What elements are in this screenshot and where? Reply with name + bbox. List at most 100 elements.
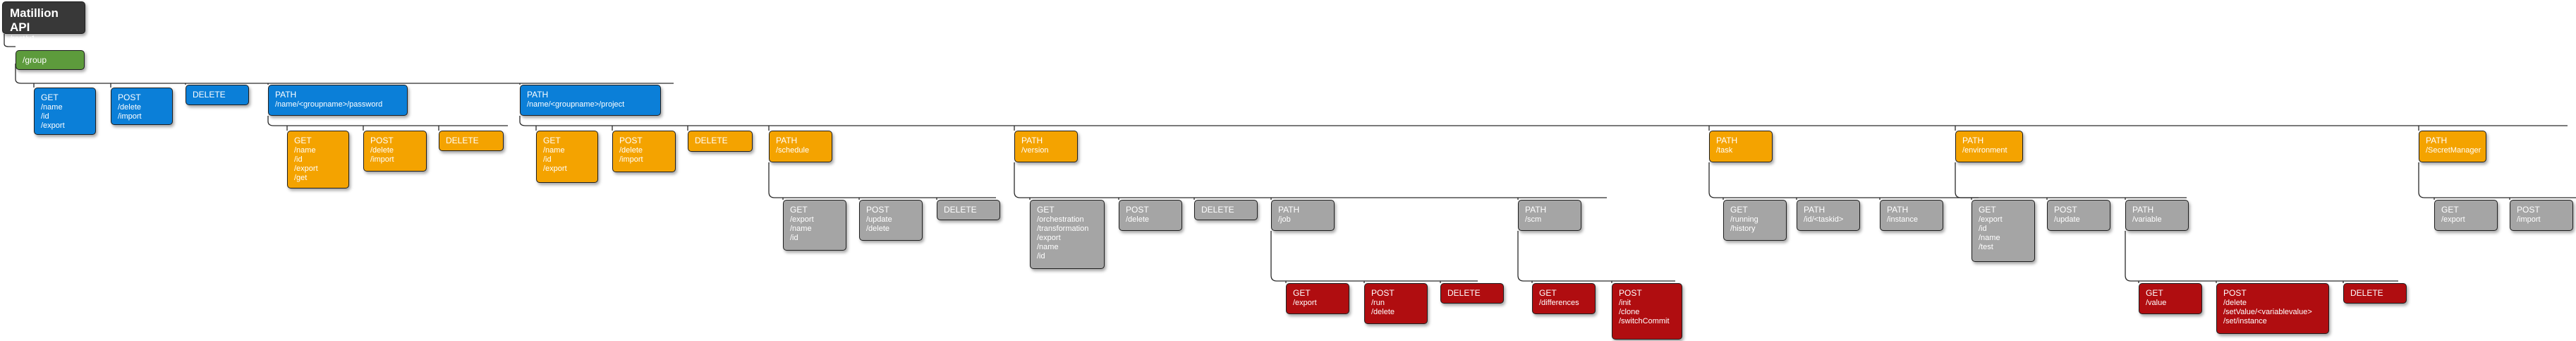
endpoint-path: /export: [1979, 215, 2003, 224]
endpoint-path: /task: [1716, 146, 1733, 155]
path-instance-node: PATH /instance: [1880, 200, 1943, 231]
group-label: /group: [23, 55, 47, 65]
endpoint-path: /delete: [118, 103, 142, 112]
endpoint-path: /id: [1979, 225, 1987, 233]
endpoint-path: /id: [1037, 252, 1045, 261]
path-version-node: PATH /version: [1014, 131, 1078, 162]
node-title: DELETE: [1447, 288, 1481, 298]
endpoint-path: /export: [294, 164, 318, 173]
endpoint-path: /test: [1979, 243, 1993, 251]
node-paths: /variable: [2132, 215, 2182, 225]
node-paths: /name/<groupname>/project: [527, 100, 654, 109]
endpoint-path: /export: [41, 121, 65, 130]
endpoint-path: /set/instance: [2223, 317, 2267, 325]
node-paths: /update/delete: [866, 215, 916, 234]
node-paths: /import: [2517, 215, 2566, 225]
node-title: POST: [619, 136, 643, 145]
endpoint-path: /variable: [2132, 215, 2162, 224]
node-paths: /orchestration/transformation/export/nam…: [1037, 215, 1098, 261]
node-title: PATH: [1021, 136, 1043, 145]
endpoint-path: /id: [790, 234, 798, 242]
node-title: POST: [866, 205, 889, 215]
node-title: PATH: [2132, 205, 2154, 215]
endpoint-path: /name: [1979, 234, 2000, 242]
path-environment-node: PATH /environment: [1955, 131, 2023, 162]
node-title: GET: [41, 92, 59, 102]
node-title: POST: [2223, 288, 2247, 298]
node-title: GET: [1037, 205, 1055, 215]
root-subtitle: /rest/v1: [10, 35, 36, 43]
path-taskid-node: PATH /id/<taskid>: [1797, 200, 1860, 231]
endpoint-path: /run: [1371, 299, 1385, 307]
node-paths: /SecretManager: [2426, 146, 2481, 155]
schedule-post-node: POST /update/delete: [859, 200, 923, 241]
endpoint-path: /init: [1619, 299, 1632, 307]
scm-get-node: GET /differences: [1532, 283, 1596, 314]
endpoint-path: /switchCommit: [1619, 317, 1670, 325]
path-schedule-node: PATH /schedule: [769, 131, 832, 162]
endpoint-path: /name: [41, 103, 63, 112]
node-paths: /run/delete: [1371, 299, 1421, 317]
endpoint-path: /scm: [1525, 215, 1542, 224]
endpoint-path: /delete: [619, 146, 643, 155]
endpoint-path: /name: [543, 146, 565, 155]
endpoint-path: /export: [1037, 234, 1061, 242]
project-post-node: POST /delete/import: [612, 131, 676, 172]
scm-post-node: POST /init/clone/switchCommit: [1612, 283, 1682, 340]
path-project-node: PATH /name/<groupname>/project: [520, 85, 661, 116]
node-paths: /export/name/id: [790, 215, 839, 243]
variable-delete-node: DELETE: [2343, 283, 2407, 304]
path-task-node: PATH /task: [1709, 131, 1773, 162]
endpoint-path: /differences: [1539, 299, 1579, 307]
node-title: PATH: [1887, 205, 1909, 215]
endpoint-path: /name/<groupname>/password: [275, 100, 383, 109]
node-paths: /scm: [1525, 215, 1574, 225]
node-title: GET: [2146, 288, 2163, 298]
group-delete-node: DELETE: [186, 85, 249, 105]
node-title: PATH: [1804, 205, 1825, 215]
node-title: PATH: [275, 90, 297, 100]
path-variable-node: PATH /variable: [2125, 200, 2189, 231]
job-get-node: GET /export: [1286, 283, 1349, 314]
password-delete-node: DELETE: [439, 131, 504, 151]
path-job-node: PATH /job: [1271, 200, 1335, 231]
node-title: POST: [118, 92, 141, 102]
node-paths: /id/<taskid>: [1804, 215, 1853, 225]
path-password-node: PATH /name/<groupname>/password: [268, 85, 408, 116]
endpoint-path: /clone: [1619, 308, 1640, 316]
node-title: POST: [1619, 288, 1642, 298]
node-title: POST: [2054, 205, 2077, 215]
endpoint-path: /transformation: [1037, 225, 1089, 233]
endpoint-path: /export: [543, 164, 567, 173]
node-paths: /export: [2441, 215, 2491, 225]
node-title: POST: [370, 136, 394, 145]
node-paths: /init/clone/switchCommit: [1619, 299, 1675, 326]
node-paths: /delete/import: [118, 103, 166, 121]
endpoint-path: /import: [370, 155, 394, 164]
schedule-delete-node: DELETE: [937, 200, 1000, 220]
endpoint-path: /running: [1730, 215, 1758, 224]
node-paths: /job: [1278, 215, 1328, 225]
node-title: DELETE: [2350, 288, 2383, 298]
node-title: POST: [2517, 205, 2540, 215]
node-paths: /schedule: [776, 146, 825, 155]
node-paths: /delete/import: [370, 146, 420, 164]
endpoint-path: /name: [1037, 243, 1059, 251]
node-title: PATH: [1962, 136, 1984, 145]
version-get-node: GET /orchestration/transformation/export…: [1030, 200, 1105, 269]
node-paths: /export/id/name/test: [1979, 215, 2028, 252]
endpoint-path: /delete: [370, 146, 394, 155]
node-title: PATH: [1716, 136, 1738, 145]
path-secret-manager-node: PATH /SecretManager: [2419, 131, 2486, 162]
endpoint-path: /setValue/<variablevalue>: [2223, 308, 2312, 316]
node-paths: /environment: [1962, 146, 2016, 155]
node-paths: /value: [2146, 299, 2195, 308]
endpoint-path: /import: [2517, 215, 2541, 224]
endpoint-path: /export: [2441, 215, 2465, 224]
node-paths: /instance: [1887, 215, 1936, 225]
password-post-node: POST /delete/import: [363, 131, 427, 172]
task-get-node: GET /running/history: [1723, 200, 1787, 241]
node-title: DELETE: [944, 205, 977, 215]
